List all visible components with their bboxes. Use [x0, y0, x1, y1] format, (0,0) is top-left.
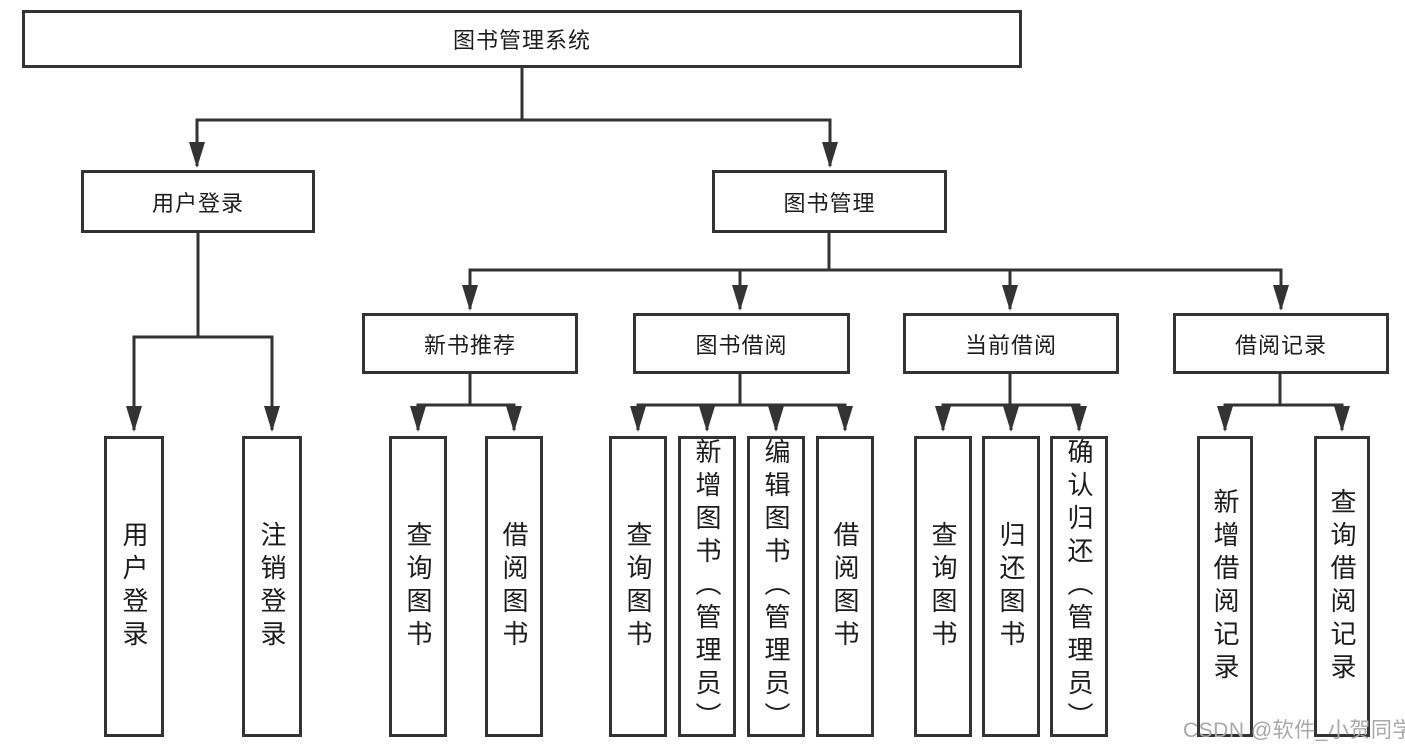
node-current-borrowing-label: 当前借阅 [964, 332, 1057, 358]
node-book-borrowing: 图书借阅 [633, 313, 850, 374]
leaf-borrowing-query-books: 查询图书 [609, 436, 667, 737]
leaf-edit-book-admin-label: 编辑图书（管理员） [761, 438, 791, 735]
node-book-management-label: 图书管理 [783, 190, 876, 216]
node-borrowing-records: 借阅记录 [1173, 313, 1389, 374]
leaf-recommend-borrow-books-label: 借阅图书 [499, 520, 529, 653]
node-root-label: 图书管理系统 [452, 28, 591, 53]
node-root-system: 图书管理系统 [22, 10, 1022, 68]
node-new-book-recommend: 新书推荐 [362, 313, 578, 374]
leaf-add-borrow-record-label: 新增借阅记录 [1210, 487, 1240, 686]
leaf-user-login: 用户登录 [104, 436, 164, 737]
leaf-edit-book-admin: 编辑图书（管理员） [747, 436, 805, 737]
leaf-current-query-books-label: 查询图书 [928, 520, 958, 653]
leaf-query-borrow-record: 查询借阅记录 [1314, 436, 1370, 737]
leaf-current-query-books: 查询图书 [914, 436, 972, 737]
node-book-borrowing-label: 图书借阅 [695, 332, 788, 358]
node-borrowing-records-label: 借阅记录 [1234, 332, 1327, 358]
leaf-return-book-label: 归还图书 [996, 520, 1026, 653]
leaf-borrowing-borrow-books-label: 借阅图书 [830, 520, 860, 653]
node-user-login: 用户登录 [81, 170, 315, 233]
leaf-add-book-admin: 新增图书（管理员） [678, 436, 736, 737]
leaf-return-book: 归还图书 [982, 436, 1040, 737]
leaf-logout-label: 注销登录 [257, 520, 287, 653]
leaf-add-book-admin-label: 新增图书（管理员） [692, 438, 722, 735]
leaf-recommend-query-books: 查询图书 [389, 436, 447, 737]
node-user-login-label: 用户登录 [151, 190, 244, 216]
leaf-logout: 注销登录 [242, 436, 302, 737]
node-book-management: 图书管理 [712, 170, 947, 233]
csdn-watermark: CSDN @软件_小贺同学 [1183, 719, 1405, 742]
leaf-recommend-borrow-books: 借阅图书 [485, 436, 543, 737]
leaf-confirm-return-admin: 确认归还（管理员） [1050, 436, 1108, 737]
leaf-recommend-query-books-label: 查询图书 [403, 520, 433, 653]
leaf-confirm-return-admin-label: 确认归还（管理员） [1064, 438, 1094, 735]
leaf-add-borrow-record: 新增借阅记录 [1197, 436, 1253, 737]
node-current-borrowing: 当前借阅 [903, 313, 1119, 374]
leaf-borrowing-query-books-label: 查询图书 [623, 520, 653, 653]
node-new-book-recommend-label: 新书推荐 [423, 332, 516, 358]
leaf-query-borrow-record-label: 查询借阅记录 [1327, 487, 1357, 686]
leaf-user-login-label: 用户登录 [119, 520, 149, 653]
leaf-borrowing-borrow-books: 借阅图书 [816, 436, 874, 737]
